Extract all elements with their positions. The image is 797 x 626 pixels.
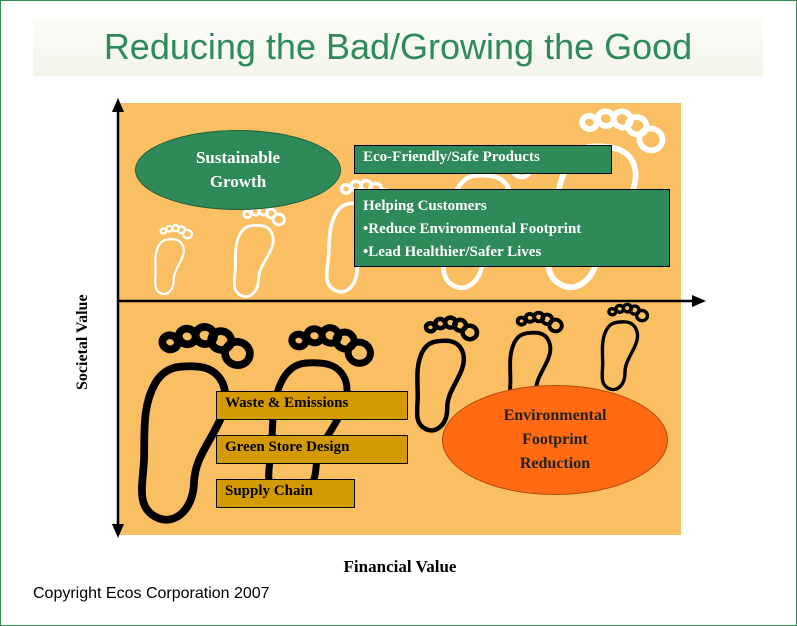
footprint-reduction-line1: Environmental: [503, 407, 607, 424]
x-axis-arrow-icon: [692, 295, 706, 307]
green-store-design-box: Green Store Design: [216, 435, 408, 464]
slide-title: Reducing the Bad/Growing the Good: [33, 18, 763, 76]
sustainable-growth-line1: Sustainable: [195, 148, 281, 167]
y-axis-label: Societal Value: [74, 294, 91, 390]
helping-customers-bullet: •Reduce Environmental Footprint: [363, 221, 582, 237]
copyright-text: Copyright Ecos Corporation 2007: [33, 585, 270, 602]
black-footprint-icon: [593, 299, 651, 396]
footprint-reduction-line3: Reduction: [519, 455, 591, 472]
sustainable-growth-ellipse: Sustainable Growth: [135, 130, 341, 210]
y-axis-up-arrow-icon: [112, 98, 124, 112]
white-footprint-icon: [224, 201, 288, 303]
waste-emissions-box: Waste & Emissions: [216, 391, 408, 420]
helping-customers-bullet: •Lead Healthier/Safer Lives: [363, 244, 542, 260]
eco-friendly-products-box: Eco-Friendly/Safe Products: [354, 145, 612, 174]
y-axis-down-arrow-icon: [112, 524, 124, 538]
helping-customers-box: Helping Customers •Reduce Environmental …: [354, 189, 670, 267]
sustainable-growth-line2: Growth: [209, 172, 267, 191]
x-axis-label: Financial Value: [343, 557, 457, 576]
footprint-reduction-line2: Footprint: [522, 431, 588, 448]
helping-customers-heading: Helping Customers: [363, 198, 487, 214]
footprint-reduction-ellipse: Environmental Footprint Reduction: [442, 385, 668, 495]
supply-chain-box: Supply Chain: [216, 479, 355, 508]
white-footprint-icon: [148, 221, 195, 299]
axes: [112, 98, 706, 538]
